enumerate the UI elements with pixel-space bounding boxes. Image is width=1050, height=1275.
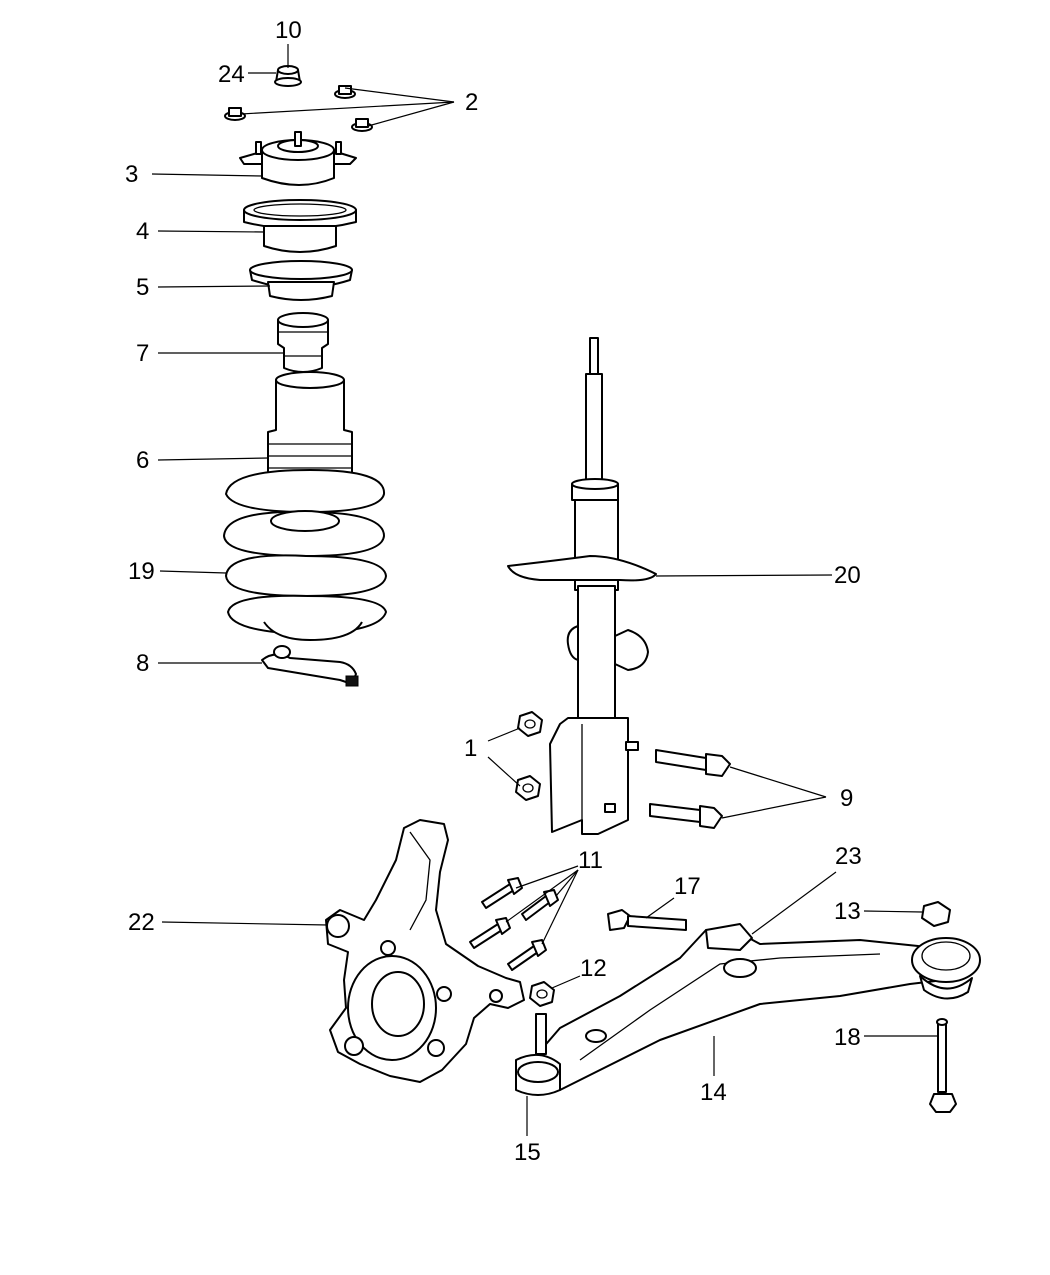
callout-3: 3 xyxy=(125,161,138,188)
part-rear-bushing xyxy=(911,901,981,1000)
part-knuckle-bolts xyxy=(469,877,559,971)
callout-10: 10 xyxy=(275,17,302,44)
part-bearing xyxy=(243,199,357,253)
callout-1: 1 xyxy=(464,735,477,762)
part-strut-mount xyxy=(239,131,357,186)
leader-lines xyxy=(151,44,938,1136)
callouts: 10 24 2 3 4 5 7 6 19 20 8 1 9 11 23 17 1… xyxy=(125,17,862,1166)
callout-4: 4 xyxy=(136,218,149,245)
part-small-nuts xyxy=(224,85,373,132)
callout-17: 17 xyxy=(674,873,701,900)
callout-13: 13 xyxy=(834,898,861,925)
part-top-nut xyxy=(274,65,302,87)
part-long-bolt xyxy=(929,1018,957,1113)
callout-20: 20 xyxy=(834,562,861,589)
callout-7: 7 xyxy=(136,340,149,367)
part-lower-isolator xyxy=(261,645,359,687)
part-ball-joint xyxy=(515,1013,561,1096)
part-lower-control-arm xyxy=(521,923,951,1091)
part-coil-spring xyxy=(223,469,387,641)
callout-15: 15 xyxy=(514,1139,541,1166)
callout-6: 6 xyxy=(136,447,149,474)
part-strut-assembly xyxy=(507,337,657,835)
callout-8: 8 xyxy=(136,650,149,677)
callout-2: 2 xyxy=(465,89,478,116)
part-nut-12 xyxy=(529,981,555,1007)
part-jounce-bumper xyxy=(277,312,329,373)
callout-5: 5 xyxy=(136,274,149,301)
callout-19: 19 xyxy=(128,558,155,585)
part-strut-bolts xyxy=(649,749,731,829)
callout-11: 11 xyxy=(578,847,603,874)
part-control-arm-bolt xyxy=(607,909,687,931)
callout-12: 12 xyxy=(580,955,607,982)
callout-23: 23 xyxy=(835,843,862,870)
callout-14: 14 xyxy=(700,1079,727,1106)
part-flange-nuts xyxy=(515,711,543,801)
part-spring-seat xyxy=(249,260,353,301)
callout-18: 18 xyxy=(834,1024,861,1051)
callout-9: 9 xyxy=(840,785,853,812)
callout-24: 24 xyxy=(218,61,245,88)
callout-22: 22 xyxy=(128,909,155,936)
part-steering-knuckle xyxy=(325,819,525,1083)
